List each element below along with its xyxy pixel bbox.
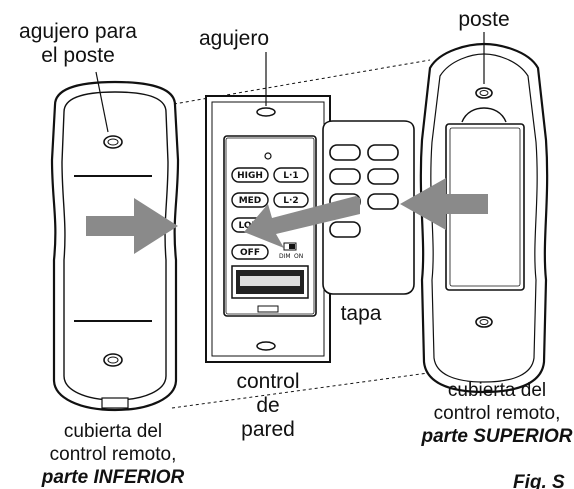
label-bottom-cover-1: cubierta del	[64, 421, 162, 442]
label-cover: tapa	[341, 302, 382, 325]
label-wall-control-3: pared	[241, 418, 295, 441]
label-top-cover-2: control remoto,	[434, 403, 561, 424]
svg-text:ON: ON	[294, 253, 303, 260]
dim-on-toggle[interactable]: DIM ON	[279, 242, 303, 260]
button-off[interactable]: OFF	[231, 244, 269, 260]
pointer-line-post-hole	[95, 71, 109, 133]
label-wall-control-2: de	[256, 394, 279, 417]
button-l1[interactable]: L·1	[273, 167, 309, 183]
svg-text:L·2: L·2	[283, 196, 298, 206]
label-wall-control-1: control	[236, 370, 299, 393]
button-med[interactable]: MED	[231, 192, 269, 208]
svg-text:MED: MED	[239, 196, 262, 206]
label-post-hole-1: agujero para	[19, 20, 137, 43]
label-bottom-cover-3: parte INFERIOR	[41, 467, 185, 488]
svg-text:OFF: OFF	[240, 248, 260, 258]
button-l2[interactable]: L·2	[273, 192, 309, 208]
label-top-cover-3: parte SUPERIOR	[421, 426, 573, 447]
button-high[interactable]: HIGH	[231, 167, 269, 183]
svg-text:HIGH: HIGH	[237, 171, 263, 181]
label-bottom-cover-2: control remoto,	[50, 444, 177, 465]
figure-label: Fig. S	[513, 472, 565, 489]
arrow-into-bottom-cover	[86, 198, 178, 254]
label-post-hole-2: el poste	[41, 44, 115, 67]
svg-text:DIM: DIM	[279, 253, 291, 260]
label-top-cover-1: cubierta del	[448, 380, 546, 401]
arrow-into-top-cover	[400, 178, 488, 230]
svg-text:L·1: L·1	[283, 171, 298, 181]
label-post: poste	[458, 8, 509, 31]
label-hole: agujero	[199, 27, 269, 50]
arrow-tapa-to-control	[244, 196, 360, 248]
remote-cover-bottom	[50, 80, 180, 412]
